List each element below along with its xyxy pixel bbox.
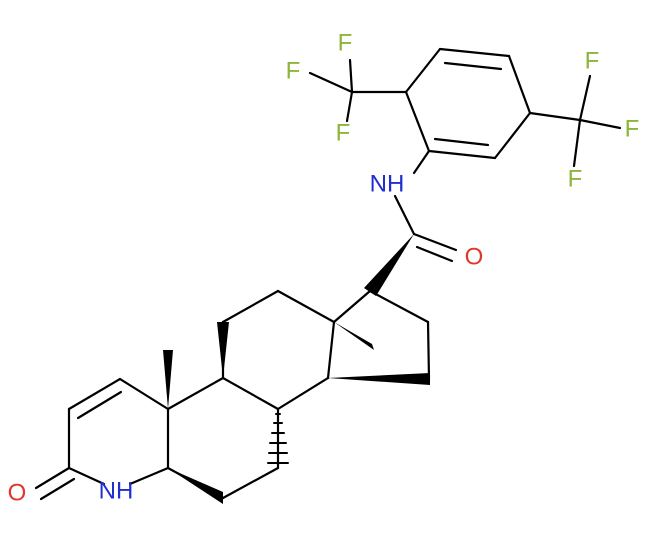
stereochemistry-wedges xyxy=(163,234,430,504)
fluorine-label-1: F xyxy=(286,57,301,84)
amide-oxygen-label: O xyxy=(465,243,484,270)
fluorine-label-3: F xyxy=(336,119,351,146)
lactam-oxygen-label: O xyxy=(8,479,27,506)
bond-network xyxy=(34,47,622,501)
lactam-nitrogen-label: NH xyxy=(99,477,134,504)
fluorine-label-2: F xyxy=(338,29,353,56)
atom-labels: F F F F F F NH O O NH xyxy=(8,29,640,506)
fluorine-label-5: F xyxy=(625,115,640,142)
amide-nitrogen-label: NH xyxy=(370,170,405,197)
fluorine-label-6: F xyxy=(568,165,583,192)
fluorine-label-4: F xyxy=(585,47,600,74)
